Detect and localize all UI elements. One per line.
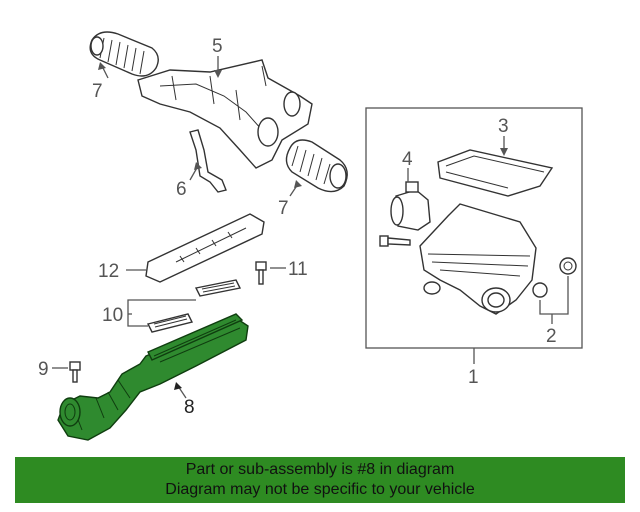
part-2-grommet-right[interactable] (559, 257, 577, 275)
callout-6: 6 (176, 179, 187, 200)
callout-10: 10 (102, 305, 123, 326)
parts-diagram: 7 5 6 7 1 3 4 (38, 31, 583, 441)
banner-line-2: Diagram may not be specific to your vehi… (165, 481, 475, 498)
callout-12: 12 (98, 261, 119, 282)
callout-11: 11 (288, 259, 308, 280)
callout-3: 3 (498, 116, 509, 137)
part-6-bracket[interactable] (189, 129, 227, 193)
part-8-intake-tube[interactable] (57, 313, 249, 441)
callout-7-lower: 7 (278, 198, 289, 219)
part-10-gasket-lower[interactable] (146, 313, 194, 333)
part-3-air-filter[interactable] (437, 149, 554, 197)
part-11-bolt[interactable] (255, 261, 267, 285)
part-7-lower-hose[interactable] (285, 139, 348, 193)
air-cleaner-bolt[interactable] (379, 235, 411, 247)
callout-4: 4 (402, 149, 413, 170)
callout-9: 9 (38, 359, 49, 380)
info-banner: Part or sub-assembly is #8 in diagram Di… (15, 457, 625, 503)
air-cleaner-housing[interactable] (419, 203, 537, 315)
part-7-upper-hose[interactable] (89, 31, 159, 77)
part-4-mass-airflow-sensor[interactable] (390, 181, 431, 231)
callout-8: 8 (184, 397, 195, 418)
banner-line-1: Part or sub-assembly is #8 in diagram (185, 461, 455, 478)
part-2-grommet-left[interactable] (423, 281, 548, 298)
callout-7-upper: 7 (92, 81, 103, 102)
part-10-gasket-upper[interactable] (194, 279, 242, 297)
part-5-intake-duct[interactable] (137, 59, 313, 169)
callout-1: 1 (468, 367, 479, 388)
callout-5: 5 (212, 36, 223, 57)
callout-2: 2 (546, 326, 557, 347)
part-12-cover[interactable] (145, 213, 265, 283)
part-9-bolt[interactable] (69, 361, 81, 383)
